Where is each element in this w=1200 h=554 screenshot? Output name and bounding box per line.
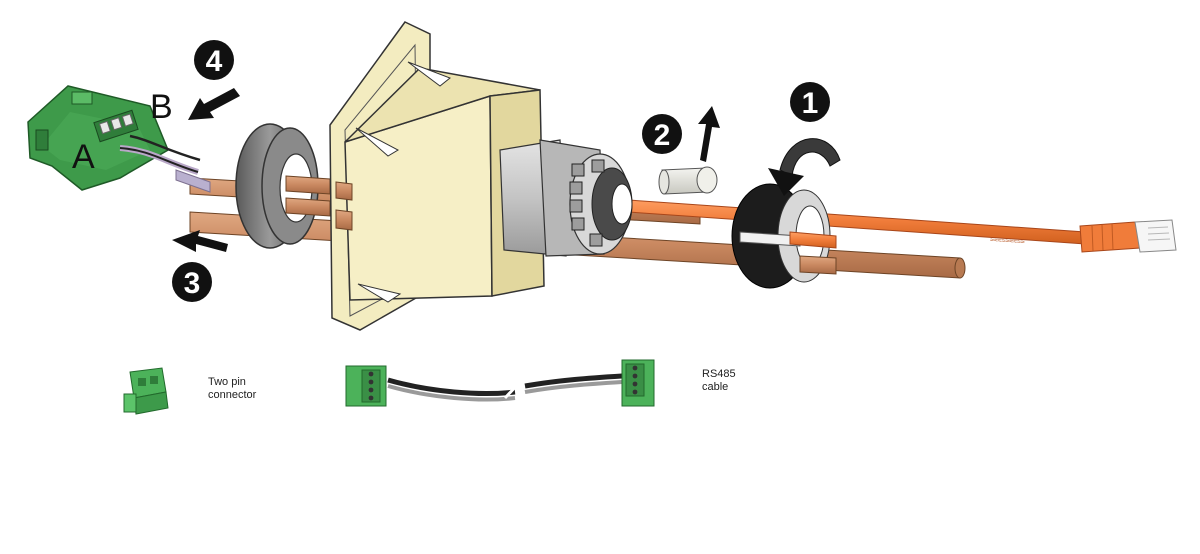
step-badge-4: 4 [194, 40, 234, 80]
terminal-label-a: A [72, 138, 95, 176]
junction-housing [329, 21, 545, 331]
ferrite-core [235, 123, 331, 249]
gland-seal-fingers [569, 159, 605, 247]
step-badge-3: 3 [172, 262, 212, 302]
rs485-caption-line2: cable [702, 381, 729, 393]
rs485-caption-line1: RS485 [702, 368, 736, 380]
rotate-arrow-icon [768, 138, 841, 196]
step-arrows [172, 88, 720, 252]
step-number-2: 2 [654, 119, 671, 152]
signal-wires [119, 134, 211, 193]
two-pin-connector-image [123, 367, 169, 415]
step-number-4: 4 [206, 45, 223, 78]
step-badge-2: 2 [642, 114, 682, 154]
rs485-right-plug [621, 359, 655, 407]
step-number-3: 3 [184, 267, 201, 300]
arrow-step-3-icon [172, 230, 228, 252]
arrow-step-4-icon [188, 88, 240, 120]
rs485-cable-caption: RS485 cable [702, 368, 736, 394]
step-number-1: 1 [802, 87, 819, 120]
gland-nut [731, 183, 837, 289]
rj45-plug [1134, 219, 1177, 253]
rs485-left-plug [345, 365, 387, 407]
ethernet-cable-print: ≈≈≈≈≈≈≈≈≈ [990, 237, 1025, 246]
two-pin-connector-caption: Two pin connector [208, 376, 256, 402]
blanking-plug [658, 166, 718, 195]
two-pin-caption-line2: connector [208, 389, 257, 401]
two-pin-caption-line1: Two pin [208, 376, 246, 388]
ethernet-cable: ≈≈≈≈≈≈≈≈≈ [599, 197, 1177, 253]
cable-gland [499, 139, 633, 257]
terminal-board [27, 85, 169, 191]
rs485-cable-image [345, 359, 655, 407]
copper-cable-end [954, 257, 966, 279]
rj45-boot [1079, 221, 1141, 253]
step-badge-1: 1 [790, 82, 830, 122]
terminal-label-b: B [150, 88, 173, 126]
arrow-step-2-icon [698, 106, 720, 162]
